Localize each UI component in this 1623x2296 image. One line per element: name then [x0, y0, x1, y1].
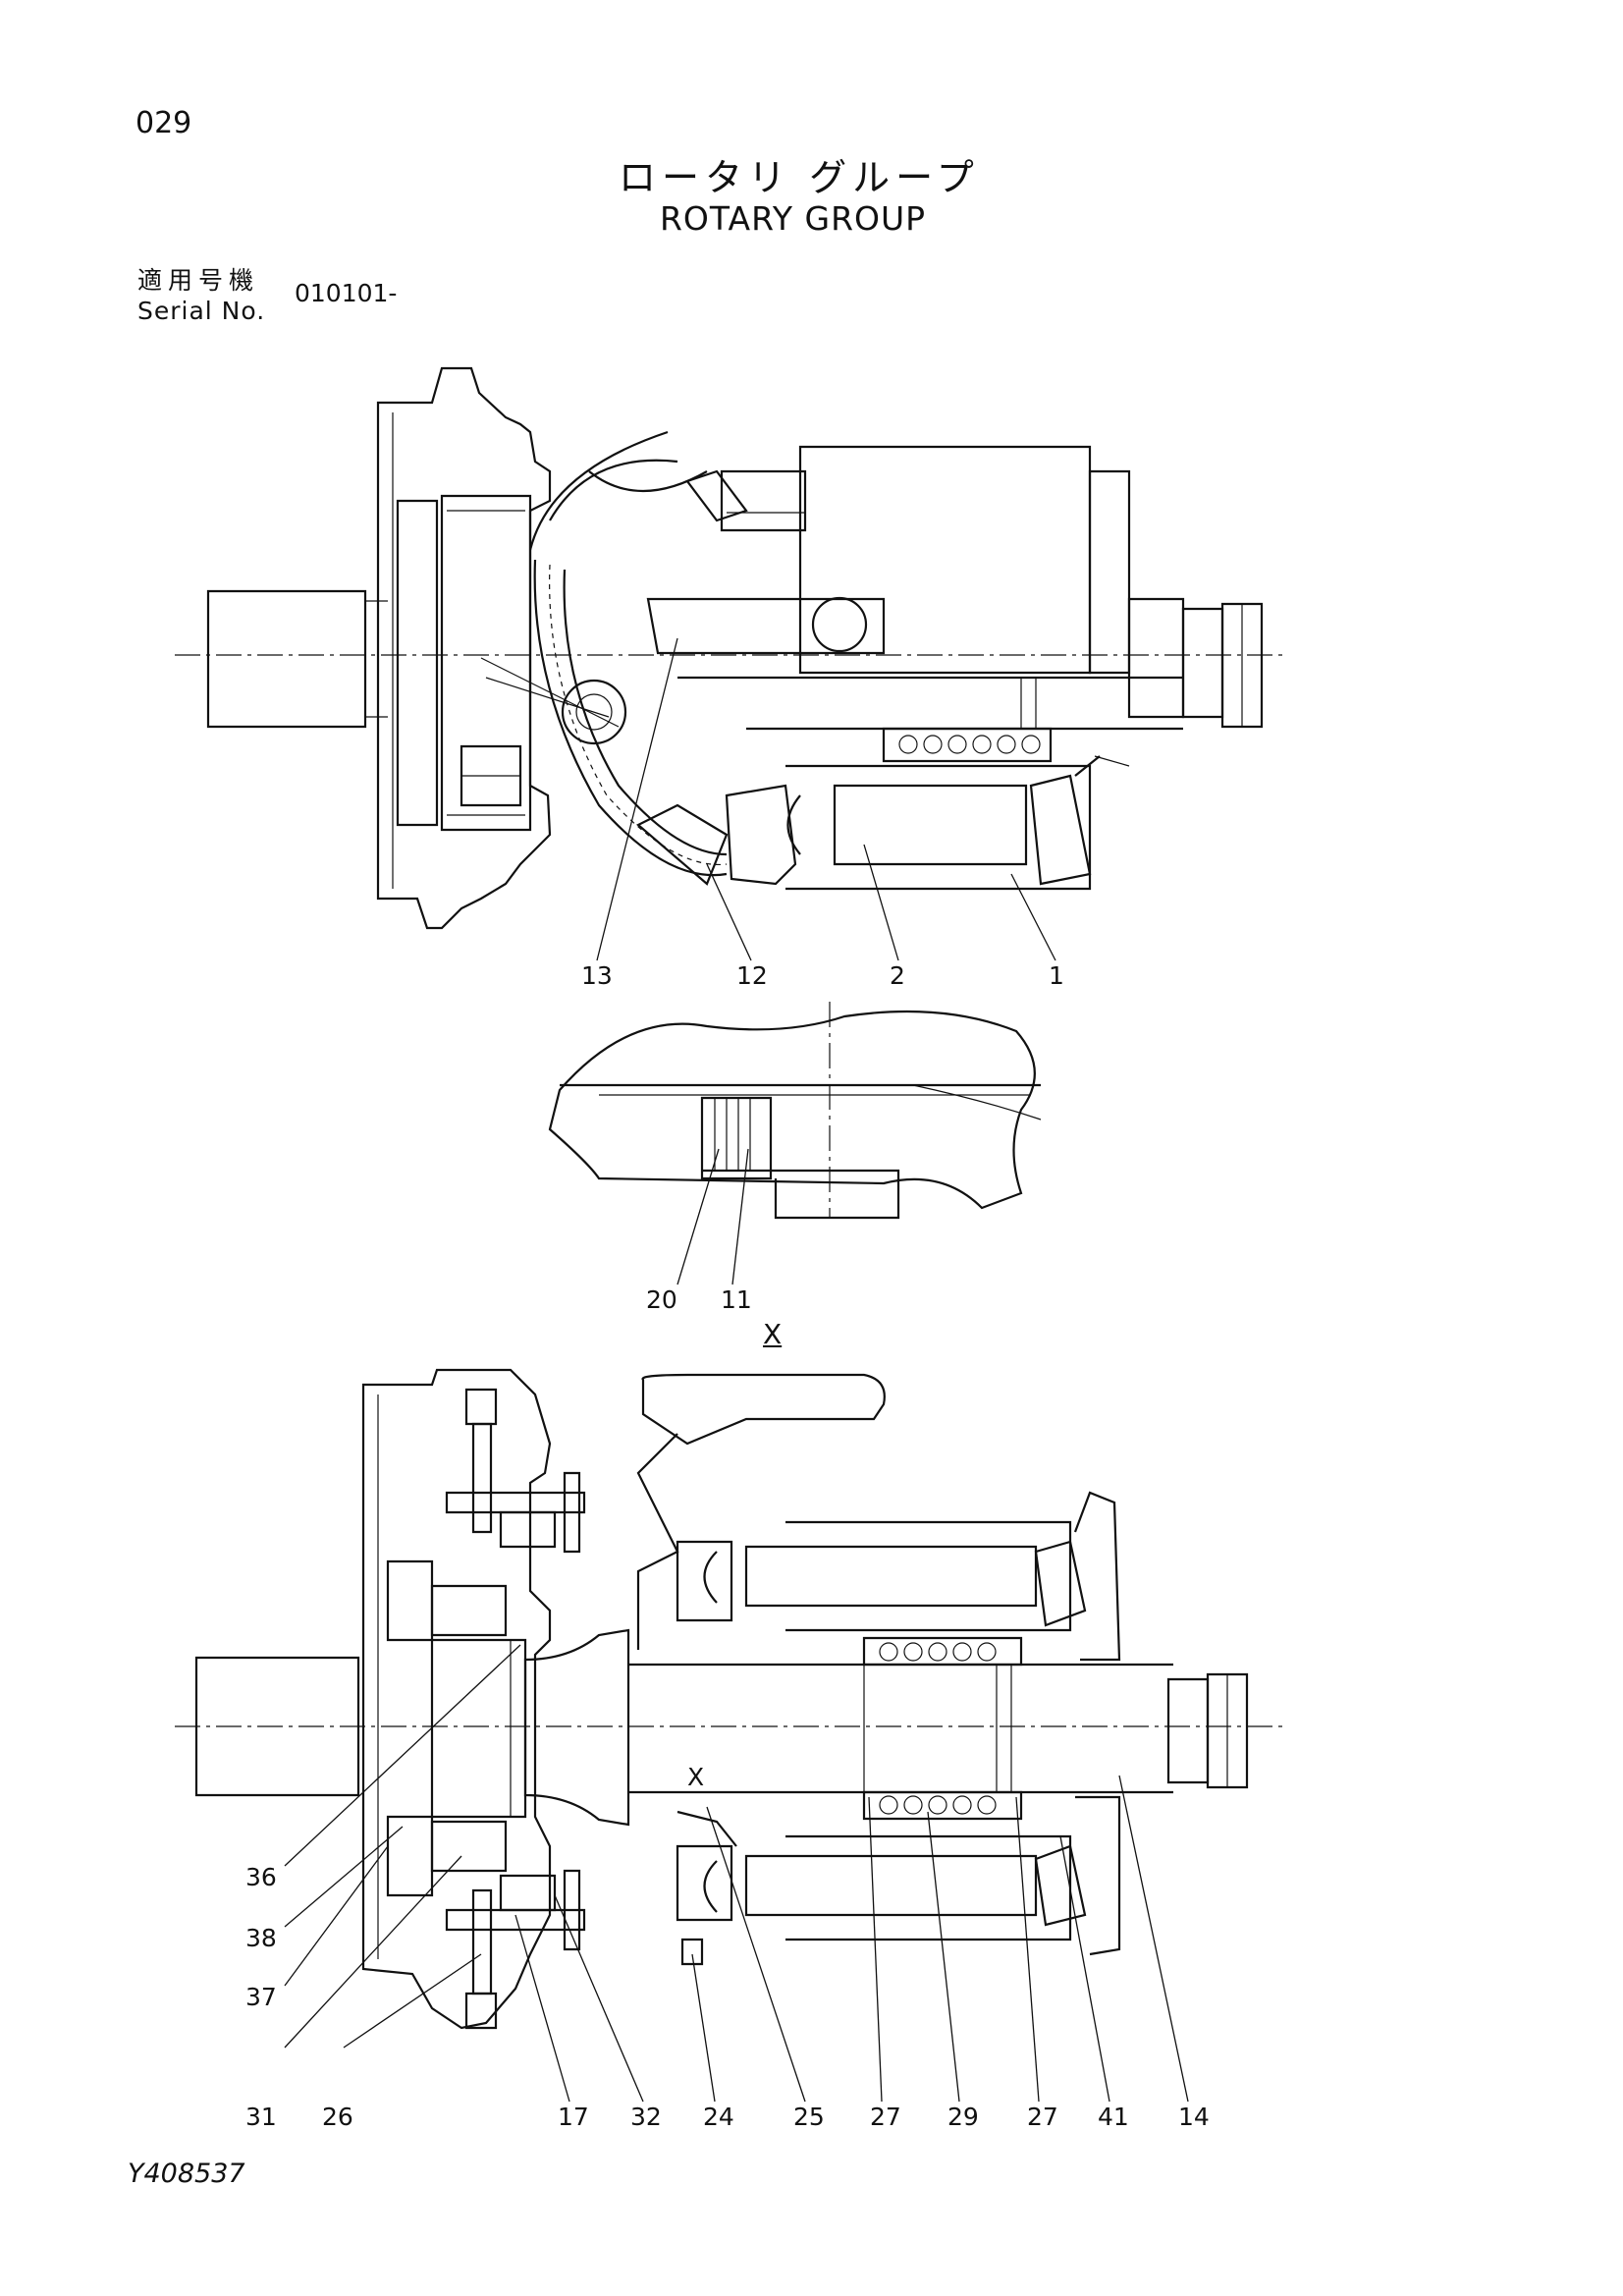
callout-25: 25 — [793, 2103, 825, 2131]
serial-number-value: 010101- — [295, 279, 398, 307]
callout-36: 36 — [245, 1863, 277, 1891]
callout-38: 38 — [245, 1924, 277, 1952]
callout-17: 17 — [558, 2103, 589, 2131]
callout-1: 1 — [1049, 961, 1064, 990]
callout-20: 20 — [646, 1285, 677, 1314]
callout-32: 32 — [630, 2103, 662, 2131]
serial-label-japanese: 適用号機 — [137, 266, 260, 295]
callout-14: 14 — [1178, 2103, 1210, 2131]
callout-29: 29 — [947, 2103, 979, 2131]
detail-view — [548, 1002, 1042, 1220]
callout-31: 31 — [245, 2103, 277, 2131]
callout-37: 37 — [245, 1983, 277, 2011]
callout-12: 12 — [736, 961, 768, 990]
bottom-leaders — [284, 1644, 1189, 2103]
callout-27b: 27 — [1027, 2103, 1058, 2131]
callout-41: 41 — [1098, 2103, 1129, 2131]
document-code: Y408537 — [128, 2159, 245, 2189]
section-x-mark: X — [687, 1763, 704, 1791]
top-assembly-view — [175, 366, 1286, 930]
title-japanese: ロータリ グループ — [619, 156, 980, 199]
callout-2: 2 — [890, 961, 905, 990]
section-view-label: X — [763, 1318, 783, 1350]
callout-13: 13 — [581, 961, 613, 990]
bottom-assembly-view — [175, 1368, 1286, 2030]
serial-label-english: Serial No. — [137, 297, 266, 325]
callout-24: 24 — [703, 2103, 734, 2131]
callout-27a: 27 — [870, 2103, 901, 2131]
callout-11: 11 — [721, 1285, 752, 1314]
callout-26: 26 — [322, 2103, 353, 2131]
title-english: ROTARY GROUP — [660, 199, 927, 238]
detail-leaders — [676, 1148, 749, 1285]
top-leaders — [596, 637, 1056, 961]
page-number: 029 — [135, 106, 192, 140]
